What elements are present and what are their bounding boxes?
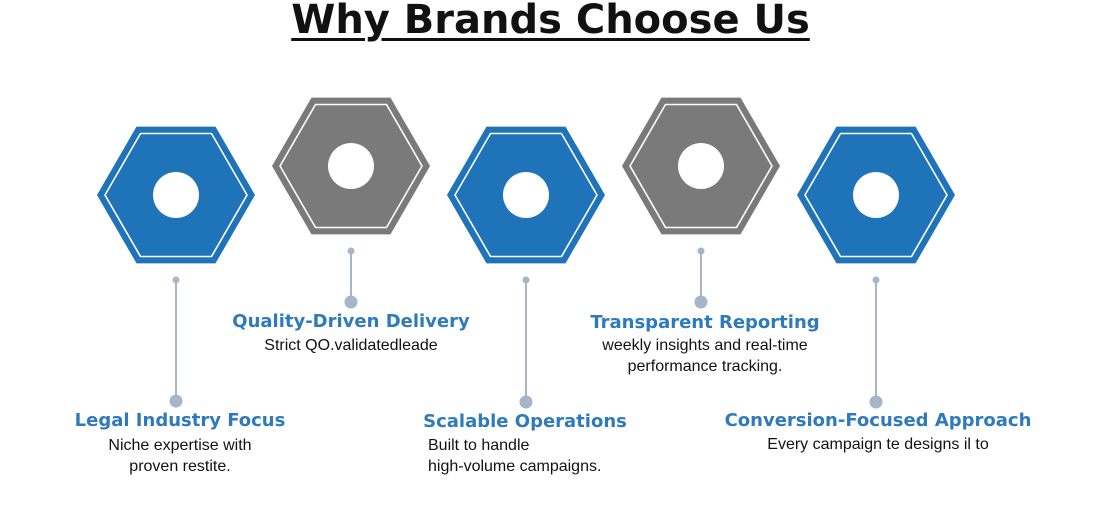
feature-heading-scalable-operations: Scalable Operations [423, 411, 627, 432]
connector-bottom-dot [344, 295, 358, 309]
feature-description-quality-driven-delivery: Strict QO.validatedleade [221, 335, 481, 356]
feature-heading-quality-driven-delivery: Quality-Driven Delivery [232, 311, 470, 332]
hexagon-center-circle [328, 143, 374, 189]
feature-node [97, 126, 255, 408]
connector-top-dot [172, 276, 180, 284]
hexagon-center-circle [153, 172, 199, 218]
connector-top-dot [872, 276, 880, 284]
page-title: Why Brands Choose Us [291, 0, 810, 43]
hexagon-inner-outline [104, 132, 248, 258]
feature-description-line: proven restite. [129, 458, 231, 475]
feature-node [797, 126, 955, 409]
feature-description-line: Niche expertise with [108, 437, 252, 454]
feature-node [622, 97, 780, 309]
feature-description-line: Strict QO.validatedleade [264, 337, 438, 354]
feature-description-legal-industry-focus: Niche expertise with proven restite. [60, 435, 300, 477]
hexagon-inner-outline [629, 103, 773, 229]
feature-description-line: weekly insights and real-time [602, 337, 808, 354]
connector-top-dot [697, 247, 705, 255]
feature-description-conversion-focused-approach: Every campaign te designs il to [718, 434, 1038, 455]
connector-bottom-dot [169, 394, 183, 408]
feature-description-scalable-operations: Built to handle high-volume campaigns. [428, 435, 648, 477]
feature-description-line: Every campaign te designs il to [767, 436, 989, 453]
hexagon-center-circle [678, 143, 724, 189]
feature-description-transparent-reporting: weekly insights and real-time performanc… [565, 335, 845, 377]
feature-description-line: Built to handle [428, 437, 530, 454]
connector-bottom-dot [694, 295, 708, 309]
hexagon-inner-outline [804, 132, 948, 258]
hexagon-center-circle [503, 172, 549, 218]
feature-heading-transparent-reporting: Transparent Reporting [590, 312, 820, 333]
feature-node [272, 97, 430, 309]
feature-description-line: high-volume campaigns. [428, 458, 602, 475]
connector-bottom-dot [869, 395, 883, 409]
feature-heading-conversion-focused-approach: Conversion-Focused Approach [724, 410, 1032, 431]
hexagon-inner-outline [454, 132, 598, 258]
feature-heading-legal-industry-focus: Legal Industry Focus [74, 410, 286, 431]
feature-description-line: performance tracking. [627, 358, 783, 375]
connector-top-dot [522, 276, 530, 284]
hexagon-center-circle [853, 172, 899, 218]
feature-node [447, 126, 605, 409]
connector-top-dot [347, 247, 355, 255]
hexagon-inner-outline [279, 103, 423, 229]
connector-bottom-dot [519, 395, 533, 409]
